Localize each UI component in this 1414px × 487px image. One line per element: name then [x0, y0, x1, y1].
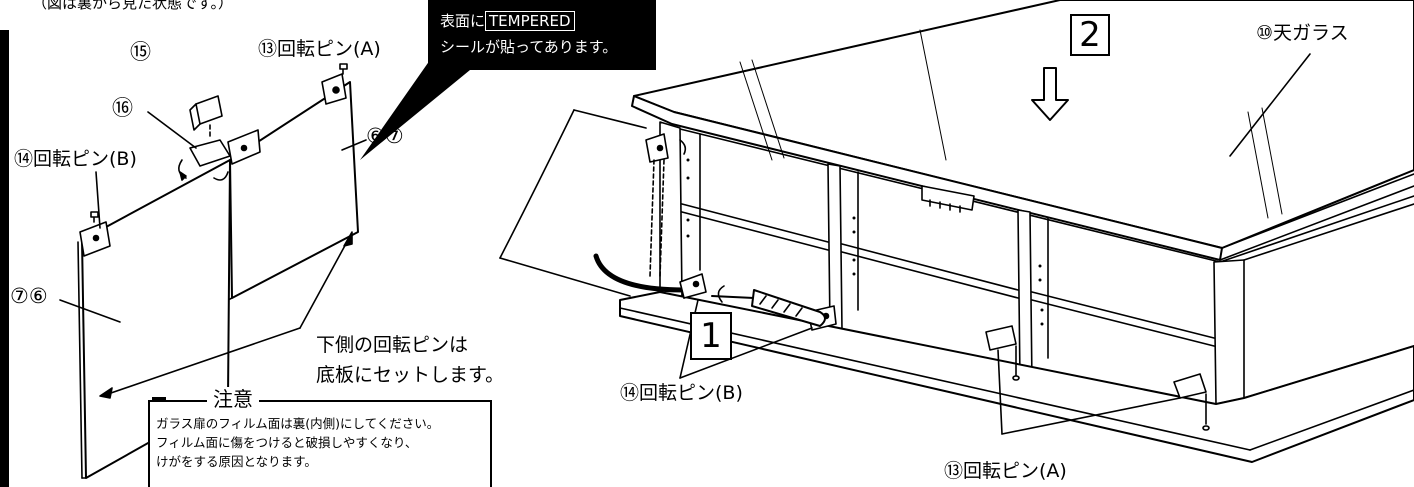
label-part-13-bottom: ⑬回転ピン(A) [944, 460, 1067, 482]
caution-line-2: フィルム面に傷をつけると破損しやすくなり、 [156, 435, 418, 450]
callout-boxed-word: TEMPERED [485, 11, 575, 31]
label-part-14-top: ⑭回転ピン(B) [14, 148, 137, 170]
caution-dash-left [152, 397, 166, 400]
bottom-pin-note-line2: 底板にセットします。 [316, 364, 505, 386]
callout-pointer [360, 60, 470, 160]
leader-13-bottom-b [1001, 397, 1181, 435]
leader-10 [1229, 53, 1311, 157]
view-note: （図は裏から見た状態です。） [32, 0, 234, 12]
leader-bottom-1 [107, 327, 301, 395]
part-16-plate [178, 139, 231, 181]
caution-box: ガラス扉のフィルム面は裏(内側)にしてください。 フィルム面に傷をつけると破損し… [148, 400, 492, 487]
leader-14-bottom-b [679, 327, 813, 379]
part-15-cap [189, 95, 223, 139]
step-1-badge: 1 [690, 312, 732, 360]
page-edge-bar [0, 30, 9, 487]
shelf-holes [686, 158, 1044, 326]
screwdriver-icon [711, 285, 826, 327]
down-arrow-icon [1031, 67, 1069, 121]
label-part-16: ⑯ [112, 96, 133, 120]
label-part-13-top: ⑬回転ピン(A) [258, 38, 381, 60]
callout-prefix: 表面に [440, 12, 486, 30]
leader-16 [147, 111, 197, 149]
leader-14-top [95, 171, 101, 229]
bottom-pin-note-line1: 下側の回転ピンは [316, 334, 469, 356]
caution-title: 注意 [207, 387, 259, 411]
label-part-15: ⑮ [130, 40, 151, 64]
caution-line-3: けがをする原因となります。 [156, 454, 317, 469]
glass-door-right-panel [225, 63, 359, 301]
leader-bottom-2 [299, 239, 349, 329]
label-part-7-6: ⑦⑥ [10, 284, 48, 308]
leader-76 [59, 299, 121, 323]
label-part-10: ⑩天ガラス [1256, 22, 1349, 44]
step-2-badge: 2 [1070, 14, 1110, 56]
callout-line2: シールが貼ってあります。 [440, 38, 618, 56]
pin-a-right [1173, 373, 1210, 431]
leader-67 [341, 139, 367, 151]
leader-13-bottom-a [997, 349, 1003, 435]
glass-door-swung [499, 109, 687, 297]
pin-b-bottom-left [679, 273, 707, 299]
caution-line-1: ガラス扉のフィルム面は裏(内側)にしてください。 [156, 416, 440, 431]
pin-a-middle [985, 325, 1020, 381]
glass-top-panel [631, 0, 1414, 261]
label-part-6-7: ⑥⑦ [366, 124, 404, 148]
bottom-pin-note: 下側の回転ピンは 底板にセットします。 [316, 330, 504, 390]
insertion-arrow [593, 253, 687, 293]
label-part-14-bottom: ⑭回転ピン(B) [620, 382, 743, 404]
